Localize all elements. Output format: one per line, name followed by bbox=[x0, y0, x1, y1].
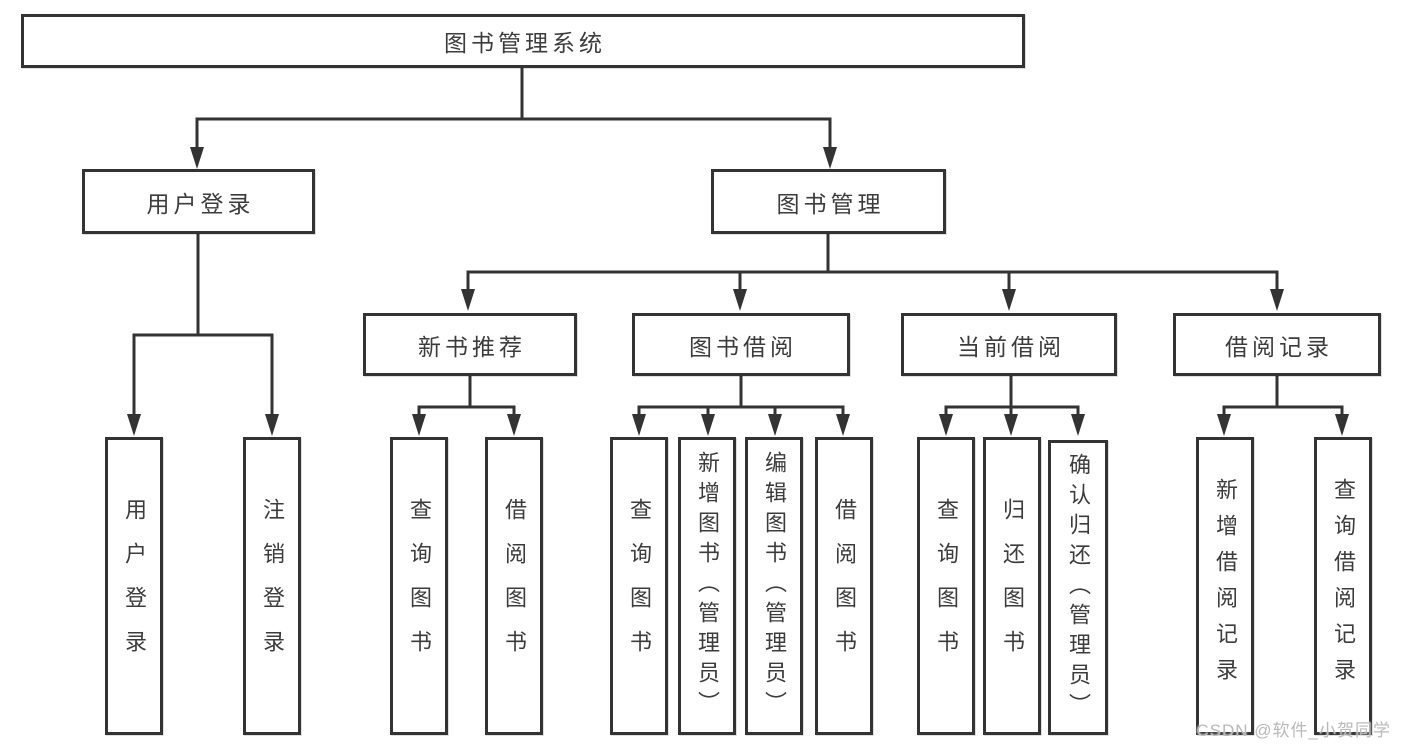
leaf-add-books-admin: 新增图书（管理员） bbox=[678, 437, 736, 735]
leaf-borrow-books-recommend: 借阅图书 bbox=[485, 437, 543, 735]
connector-bookborrow-branch bbox=[637, 405, 845, 415]
leaf-label: 确认归还（管理员） bbox=[1066, 452, 1091, 723]
leaf-confirm-return-admin: 确认归还（管理员） bbox=[1048, 440, 1108, 735]
node-library-management-system: 图书管理系统 bbox=[21, 14, 1025, 68]
leaf-query-books-recommend: 查询图书 bbox=[390, 437, 448, 735]
leaf-label: 用户登录 bbox=[122, 498, 147, 674]
leaf-return-books: 归还图书 bbox=[983, 437, 1041, 735]
connector-mgmt-branch bbox=[466, 270, 1279, 291]
arrowhead bbox=[701, 414, 715, 436]
arrowhead bbox=[1071, 414, 1085, 436]
leaf-label: 注销登录 bbox=[260, 498, 285, 674]
connector-newbook-branch bbox=[417, 405, 516, 415]
leaf-logout: 注销登录 bbox=[243, 437, 301, 735]
leaf-label: 查询图书 bbox=[627, 498, 652, 674]
node-new-book-recommend: 新书推荐 bbox=[363, 313, 577, 376]
connector-borrowrecord-branch bbox=[1222, 405, 1344, 415]
node-user-login: 用户登录 bbox=[82, 169, 315, 234]
node-current-borrowing: 当前借阅 bbox=[901, 313, 1117, 376]
leaf-label: 借阅图书 bbox=[832, 498, 857, 674]
leaf-label: 归还图书 bbox=[1000, 498, 1025, 674]
leaf-label: 查询图书 bbox=[407, 498, 432, 674]
watermark: CSDN @软件_小贺同学 bbox=[1196, 721, 1391, 740]
arrowhead bbox=[461, 289, 475, 311]
arrowhead bbox=[1217, 414, 1231, 436]
leaf-label: 借阅图书 bbox=[502, 498, 527, 674]
arrowhead bbox=[507, 414, 521, 436]
arrowhead bbox=[768, 414, 782, 436]
connector-currentborrow-branch bbox=[944, 405, 1080, 415]
leaf-user-login: 用户登录 bbox=[105, 437, 163, 735]
arrowhead bbox=[412, 414, 426, 436]
arrowhead bbox=[1335, 414, 1349, 436]
leaf-label: 编辑图书（管理员） bbox=[762, 451, 787, 721]
node-book-management: 图书管理 bbox=[711, 169, 946, 234]
arrowhead bbox=[1004, 414, 1018, 436]
connector-login-branch bbox=[132, 333, 274, 415]
arrowhead bbox=[836, 414, 850, 436]
arrowhead bbox=[265, 414, 279, 436]
leaf-query-books-current: 查询图书 bbox=[917, 437, 975, 735]
node-borrowing-records: 借阅记录 bbox=[1173, 313, 1381, 376]
leaf-add-borrow-record: 新增借阅记录 bbox=[1196, 437, 1254, 735]
arrowhead bbox=[733, 289, 747, 311]
leaf-label: 查询借阅记录 bbox=[1331, 478, 1356, 694]
leaf-query-books-borrowing: 查询图书 bbox=[610, 437, 668, 735]
arrowhead bbox=[190, 147, 204, 169]
leaf-borrow-books-borrowing: 借阅图书 bbox=[815, 437, 873, 735]
arrowhead bbox=[632, 414, 646, 436]
leaf-label: 查询图书 bbox=[934, 498, 959, 674]
arrowhead bbox=[1270, 289, 1284, 311]
leaf-label: 新增借阅记录 bbox=[1213, 478, 1238, 694]
arrowhead bbox=[1002, 289, 1016, 311]
arrowhead bbox=[127, 414, 141, 436]
arrowhead bbox=[939, 414, 953, 436]
connector-root-branch bbox=[195, 117, 832, 150]
leaf-label: 新增图书（管理员） bbox=[695, 451, 720, 721]
arrowhead bbox=[823, 147, 837, 169]
node-book-borrowing: 图书借阅 bbox=[632, 313, 850, 376]
leaf-edit-books-admin: 编辑图书（管理员） bbox=[745, 437, 803, 735]
leaf-query-borrow-record: 查询借阅记录 bbox=[1314, 437, 1372, 735]
